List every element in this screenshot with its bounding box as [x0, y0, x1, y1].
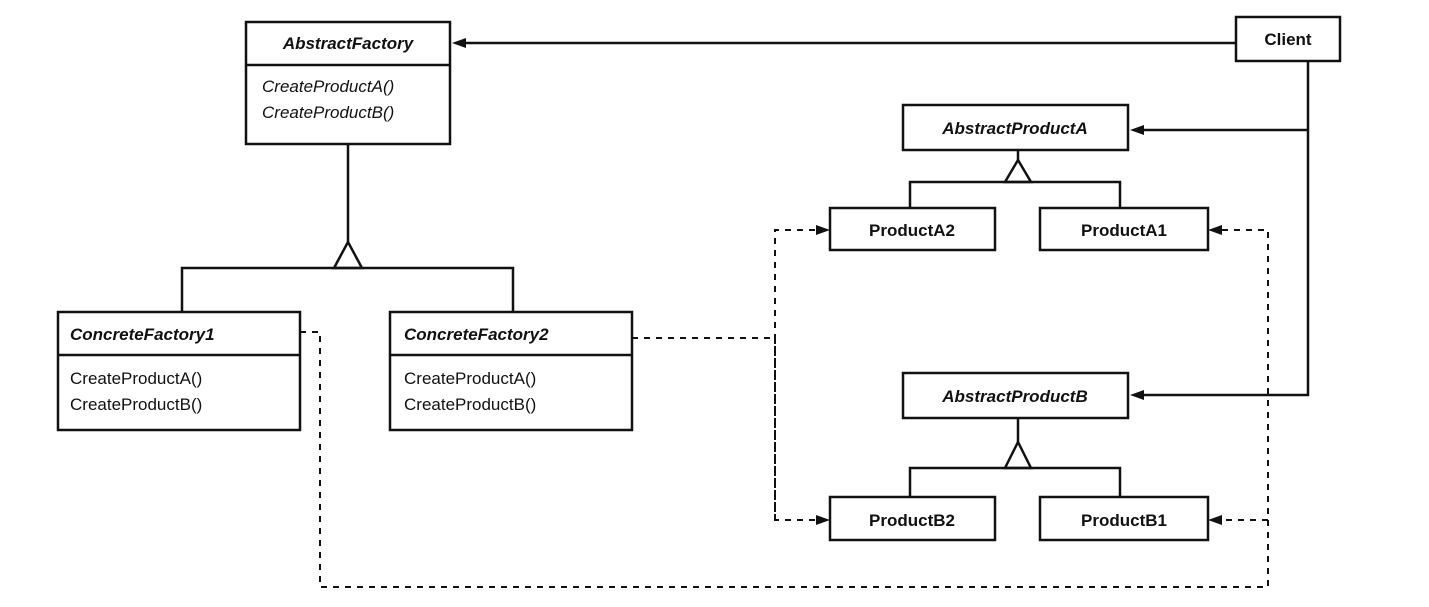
class-name: ProductA2: [869, 221, 955, 240]
operation: CreateProductA(): [404, 369, 536, 388]
arrowhead: [1208, 515, 1222, 525]
class-name: AbstractProductB: [941, 387, 1087, 406]
class-product-a2[interactable]: ProductA2: [828, 206, 997, 252]
class-name: Client: [1264, 30, 1312, 49]
inheritance-triangle: [1002, 157, 1034, 184]
arrowhead: [816, 515, 830, 525]
factory-inheritance-branches: [180, 266, 515, 312]
class-product-b2[interactable]: ProductB2: [828, 495, 997, 542]
class-concrete-factory2[interactable]: ConcreteFactory2 CreateProductA() Create…: [388, 310, 634, 432]
inheritance-triangle: [1002, 439, 1034, 470]
productb-inheritance-branches: [908, 466, 1122, 497]
class-name: ConcreteFactory1: [70, 325, 215, 344]
class-name: ProductA1: [1081, 221, 1167, 240]
class-product-b1[interactable]: ProductB1: [1038, 495, 1210, 542]
cf2-to-producta2-dependency: [774, 229, 820, 520]
operation: CreateProductB(): [404, 395, 536, 414]
inheritance-triangle: [331, 239, 365, 270]
operation: CreateProductB(): [262, 103, 394, 122]
client-to-abstractproductb-association: [1138, 61, 1310, 397]
class-client[interactable]: Client: [1234, 15, 1342, 63]
connectors: [180, 38, 1310, 588]
arrowhead: [1208, 225, 1222, 235]
arrowhead: [452, 38, 466, 48]
arrowhead: [1130, 125, 1144, 135]
class-name: ProductB1: [1081, 511, 1167, 530]
producta-inheritance-branches: [908, 180, 1122, 208]
cf1-to-producta1-dependency: [300, 229, 1269, 588]
class-abstract-product-b[interactable]: AbstractProductB: [901, 371, 1130, 420]
operation: CreateProductA(): [262, 77, 394, 96]
class-product-a1[interactable]: ProductA1: [1038, 206, 1210, 252]
class-name: AbstractProductA: [941, 119, 1087, 138]
class-concrete-factory1[interactable]: ConcreteFactory1 CreateProductA() Create…: [56, 310, 302, 432]
arrowhead: [816, 225, 830, 235]
class-abstract-factory[interactable]: AbstractFactory CreateProductA() CreateP…: [244, 20, 452, 146]
arrowhead: [1130, 390, 1144, 400]
class-name: ProductB2: [869, 511, 955, 530]
operation: CreateProductA(): [70, 369, 202, 388]
class-name: AbstractFactory: [282, 34, 415, 53]
class-name: ConcreteFactory2: [404, 325, 549, 344]
cf2-to-productb2-dependency: [774, 338, 820, 521]
class-abstract-product-a[interactable]: AbstractProductA: [901, 103, 1130, 152]
operation: CreateProductB(): [70, 395, 202, 414]
